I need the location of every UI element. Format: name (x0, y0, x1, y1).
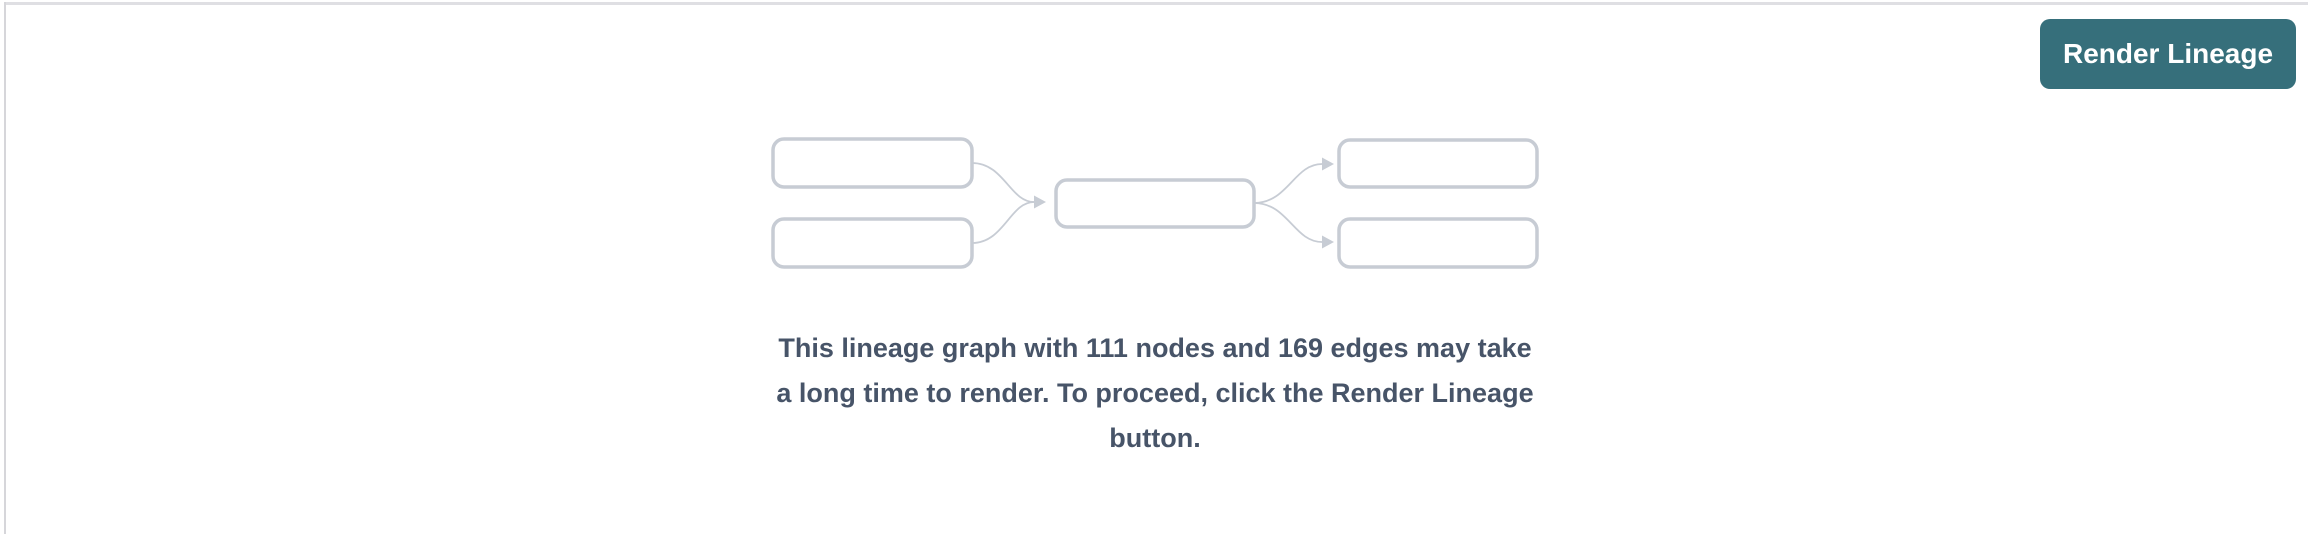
placeholder-node (1337, 138, 1539, 189)
arrowhead-icon (1322, 235, 1334, 249)
placeholder-node (771, 137, 974, 189)
render-lineage-button[interactable]: Render Lineage (2040, 19, 2296, 89)
lineage-placeholder-graphic (771, 137, 1539, 269)
placeholder-node (1054, 178, 1256, 229)
placeholder-edge (1253, 163, 1323, 204)
arrowhead-icon (1034, 195, 1046, 209)
lineage-warning-message: This lineage graph with 111 nodes and 16… (755, 326, 1555, 461)
lineage-warning-line-3: button. (1109, 423, 1201, 453)
placeholder-edge (971, 201, 1035, 244)
pane-left-border (4, 2, 6, 534)
lineage-warning-line-1: This lineage graph with 111 nodes and 16… (778, 333, 1532, 363)
placeholder-node (771, 217, 974, 269)
arrowhead-icon (1322, 157, 1334, 171)
placeholder-edge (971, 162, 1035, 203)
placeholder-node (1337, 217, 1539, 269)
placeholder-edge (1253, 202, 1323, 243)
lineage-warning-line-2: a long time to render. To proceed, click… (776, 378, 1534, 408)
pane-top-border (4, 2, 2308, 5)
